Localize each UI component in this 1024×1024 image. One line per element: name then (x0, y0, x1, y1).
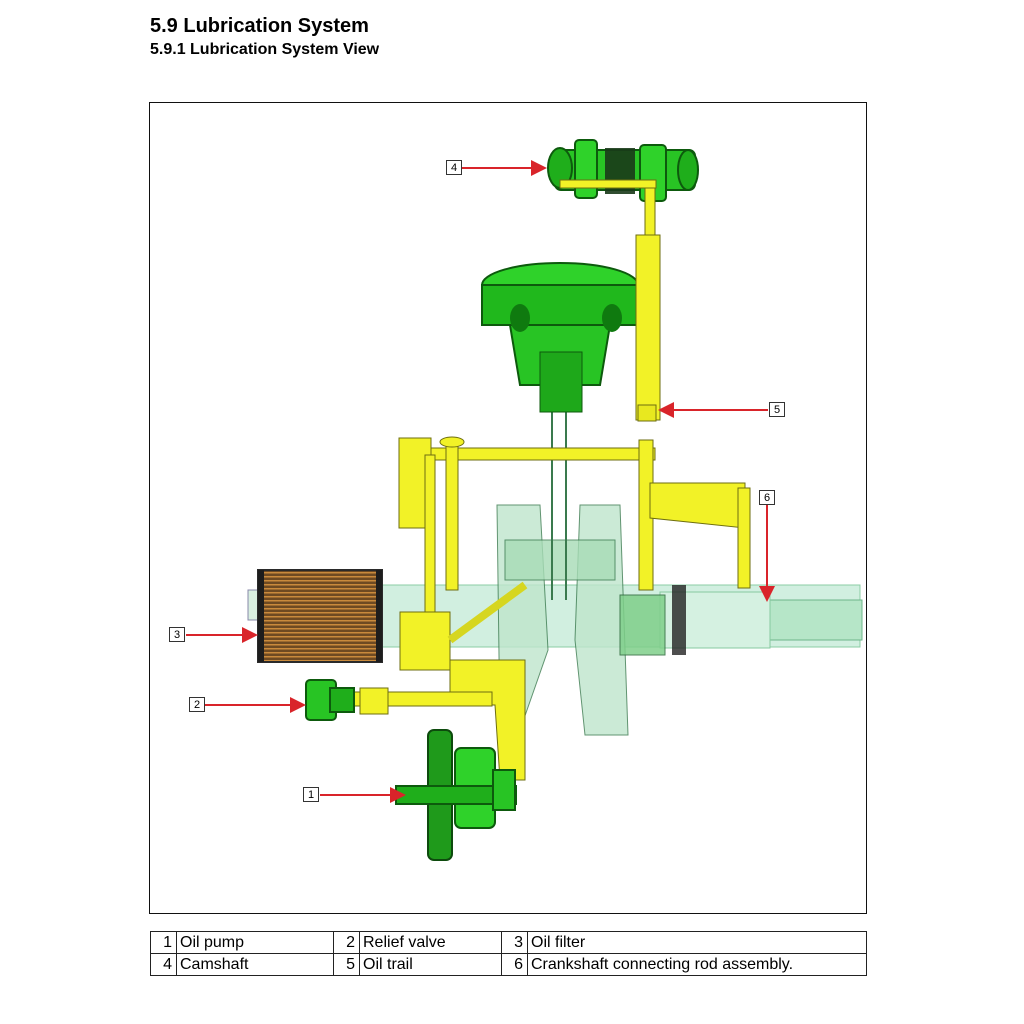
callout-1: 1 (303, 787, 319, 802)
legend-number: 6 (501, 953, 528, 976)
callout-3: 3 (169, 627, 185, 642)
legend-name: Crankshaft connecting rod assembly. (527, 953, 867, 976)
callout-6: 6 (759, 490, 775, 505)
callout-arrows (186, 160, 775, 803)
oil-pump (395, 729, 517, 861)
legend-number: 4 (150, 953, 177, 976)
legend-name: Relief valve (359, 931, 502, 954)
legend-name: Camshaft (176, 953, 334, 976)
legend-row: 4 Camshaft 5 Oil trail 6 Crankshaft conn… (150, 953, 867, 976)
section-title: 5.9 Lubrication System (150, 15, 369, 37)
figure-frame (149, 102, 867, 914)
piston (481, 262, 639, 413)
legend-name: Oil trail (359, 953, 502, 976)
legend-name: Oil filter (527, 931, 867, 954)
legend-row: 1 Oil pump 2 Relief valve 3 Oil filter (150, 931, 867, 954)
legend-number: 1 (150, 931, 177, 954)
camshaft (547, 139, 699, 202)
oil-filter (247, 569, 383, 663)
relief-valve (305, 679, 355, 721)
legend-table: 1 Oil pump 2 Relief valve 3 Oil filter 4… (150, 931, 867, 976)
oil-trail (351, 179, 751, 781)
legend-name: Oil pump (176, 931, 334, 954)
callout-5: 5 (769, 402, 785, 417)
subsection-title: 5.9.1 Lubrication System View (150, 41, 380, 58)
legend-number: 5 (333, 953, 360, 976)
callout-4: 4 (446, 160, 462, 175)
legend-number: 2 (333, 931, 360, 954)
callout-2: 2 (189, 697, 205, 712)
legend-number: 3 (501, 931, 528, 954)
